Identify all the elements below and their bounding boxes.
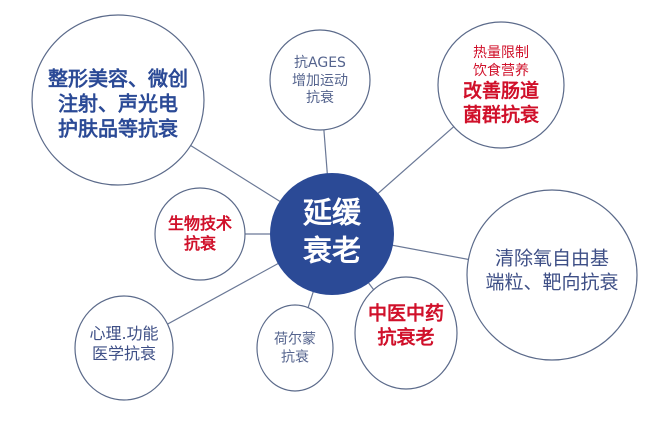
node-text: 医学抗衰	[91, 344, 156, 363]
center-label: 延缓 衰老	[303, 194, 361, 269]
node-gut: 热量限制 饮食营养 改善肠道 菌群抗衰	[463, 45, 539, 128]
circle-free-radical	[466, 189, 638, 361]
node-text: 抗衰	[183, 234, 217, 253]
node-text: 改善肠道	[462, 79, 540, 102]
node-text: 护肤品等抗衰	[58, 116, 178, 141]
node-text: 抗衰	[306, 89, 334, 106]
node-text: 抗衰老	[377, 326, 435, 348]
node-text: 抗AGES	[294, 54, 346, 71]
node-text: 菌群抗衰	[462, 103, 540, 126]
node-text: 整形美容、微创	[48, 66, 188, 91]
node-tcm: 中医中药 抗衰老	[368, 302, 444, 350]
circle-center	[270, 173, 394, 295]
node-text: 抗衰	[281, 349, 309, 365]
circle-biotech	[154, 187, 246, 281]
node-text: 生物技术	[167, 214, 233, 233]
node-psych: 心理.功能 医学抗衰	[89, 324, 158, 364]
center-line: 延缓	[302, 195, 362, 230]
node-text: 中医中药	[367, 302, 445, 325]
node-free-radical: 清除氧自由基 端粒、靶向抗衰	[485, 247, 618, 295]
circle-hormone	[256, 304, 334, 392]
circle-tcm	[354, 276, 458, 390]
center-line: 衰老	[302, 233, 362, 267]
node-text: 荷尔蒙	[274, 331, 316, 348]
node-cosmetic: 整形美容、微创 注射、声光电 护肤品等抗衰	[48, 67, 188, 142]
node-hormone: 荷尔蒙 抗衰	[274, 332, 316, 367]
circle-psych	[74, 295, 174, 401]
circle-gut	[437, 21, 565, 149]
node-biotech: 生物技术 抗衰	[168, 214, 232, 254]
node-text: 饮食营养	[472, 62, 529, 79]
node-text: 热量限制	[472, 44, 529, 61]
circle-cosmetic	[31, 14, 205, 186]
node-text: 注射、声光电	[58, 91, 178, 116]
circle-ages	[269, 29, 371, 131]
node-text: 清除氧自由基	[494, 247, 610, 270]
node-ages: 抗AGES 增加运动 抗衰	[292, 55, 348, 108]
node-text: 端粒、靶向抗衰	[485, 271, 619, 293]
node-text: 增加运动	[292, 72, 348, 89]
node-text: 心理.功能	[89, 324, 159, 343]
